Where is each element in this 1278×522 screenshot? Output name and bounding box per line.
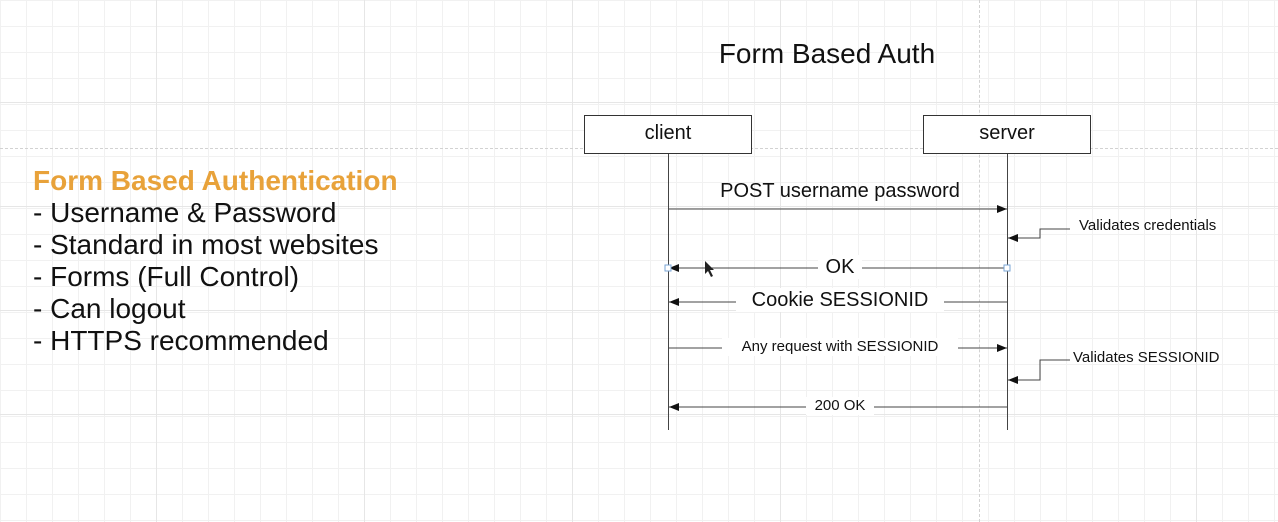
note-item: - HTTPS recommended xyxy=(33,325,329,356)
note-item: - Can logout xyxy=(33,293,186,324)
grid-line xyxy=(364,0,365,522)
notes-heading: Form Based Authentication xyxy=(33,165,398,196)
grid-line xyxy=(0,414,1278,415)
grid-line xyxy=(0,206,1278,207)
grid-line xyxy=(1196,0,1197,522)
client-lifeline[interactable] xyxy=(668,154,669,430)
annotation-connector-credentials[interactable] xyxy=(1008,228,1070,242)
note-item: - Username & Password xyxy=(33,197,337,228)
note-item: - Standard in most websites xyxy=(33,229,379,260)
diagram-title: Form Based Auth xyxy=(718,38,936,69)
message-label-request[interactable]: Any request with SESSIONID xyxy=(722,338,958,356)
message-label-ok[interactable]: OK xyxy=(818,255,862,279)
annotation-validates-sessionid[interactable]: Validates SESSIONID xyxy=(1073,349,1220,366)
message-label-200[interactable]: 200 OK xyxy=(806,397,874,415)
server-lifeline[interactable] xyxy=(1007,154,1008,430)
grid-line xyxy=(0,310,1278,311)
mouse-cursor-icon xyxy=(705,261,714,277)
grid-line xyxy=(572,0,573,522)
selection-handle[interactable] xyxy=(664,264,672,272)
grid-line xyxy=(780,0,781,522)
grid-line xyxy=(0,102,1278,103)
annotation-connector-sessionid[interactable] xyxy=(1008,359,1070,384)
message-label-post[interactable]: POST username password xyxy=(720,180,960,202)
message-label-cookie[interactable]: Cookie SESSIONID xyxy=(736,288,944,312)
note-item: - Forms (Full Control) xyxy=(33,261,300,292)
annotation-validates-credentials[interactable]: Validates credentials xyxy=(1079,217,1217,234)
notes-list: Form Based Authentication - Username & P… xyxy=(33,165,398,357)
grid-line xyxy=(156,0,157,522)
actor-client[interactable]: client xyxy=(584,115,752,154)
selection-handle[interactable] xyxy=(1003,264,1011,272)
actor-server[interactable]: server xyxy=(923,115,1091,154)
page-guide-vertical xyxy=(979,0,980,522)
